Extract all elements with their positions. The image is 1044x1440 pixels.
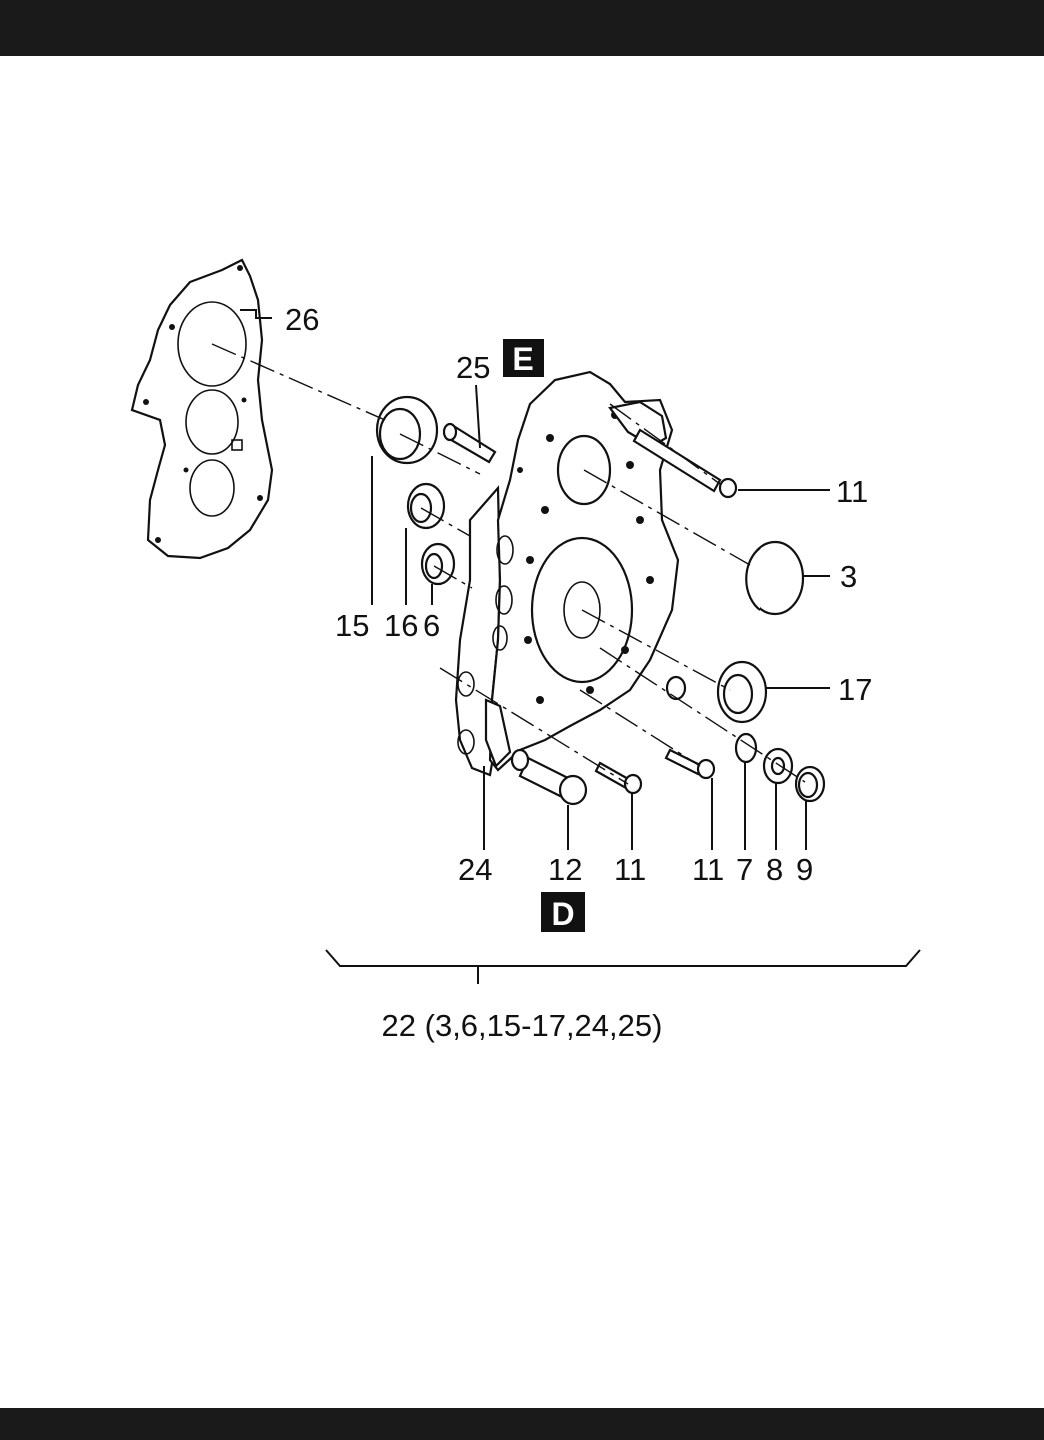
callout-7: 7 — [736, 852, 753, 887]
callout-6: 6 — [423, 608, 440, 643]
view-tag-d-label: D — [551, 896, 574, 932]
oil-seal-15 — [375, 395, 439, 465]
callout-11-upper: 11 — [836, 474, 868, 509]
bolt-12 — [510, 748, 588, 806]
oil-seal-16 — [406, 482, 446, 530]
top-bar — [0, 0, 1044, 56]
callout-15: 15 — [335, 608, 369, 643]
callout-11-lower-left: 11 — [614, 852, 646, 887]
plug-3 — [745, 540, 805, 616]
small-spring — [665, 675, 687, 701]
assembly-bracket — [325, 949, 921, 984]
callout-3: 3 — [840, 559, 857, 594]
bolt-11-lower-right — [664, 748, 716, 780]
view-tag-e: E — [503, 339, 544, 377]
callout-16: 16 — [384, 608, 418, 643]
callout-9: 9 — [796, 852, 813, 887]
callout-8: 8 — [766, 852, 783, 887]
bolt-11-upper — [632, 428, 738, 499]
assembly-caption: 22 (3,6,15-17,24,25) — [381, 1008, 663, 1043]
gasket-plate — [130, 258, 274, 560]
callout-labels: 26 25 11 3 17 15 16 6 24 12 11 11 7 8 9 — [285, 302, 872, 887]
ring-9 — [794, 765, 826, 803]
sleeve-24 — [484, 698, 512, 768]
assembly-axes — [211, 343, 806, 785]
bolt-11-lower-left — [594, 761, 643, 795]
callout-11-lower-right: 11 — [692, 852, 724, 887]
oil-seal-17 — [716, 660, 768, 724]
view-tag-e-label: E — [512, 341, 533, 377]
callout-24: 24 — [458, 852, 492, 887]
bushing-6 — [420, 542, 456, 586]
washer-8 — [762, 747, 794, 785]
pin-25 — [442, 422, 497, 464]
callout-26: 26 — [285, 302, 319, 337]
view-tag-d: D — [541, 892, 585, 932]
bottom-bar — [0, 1408, 1044, 1440]
callout-12: 12 — [548, 852, 582, 887]
leader-lines — [240, 309, 830, 850]
callout-17: 17 — [838, 672, 872, 707]
callout-25: 25 — [456, 350, 490, 385]
